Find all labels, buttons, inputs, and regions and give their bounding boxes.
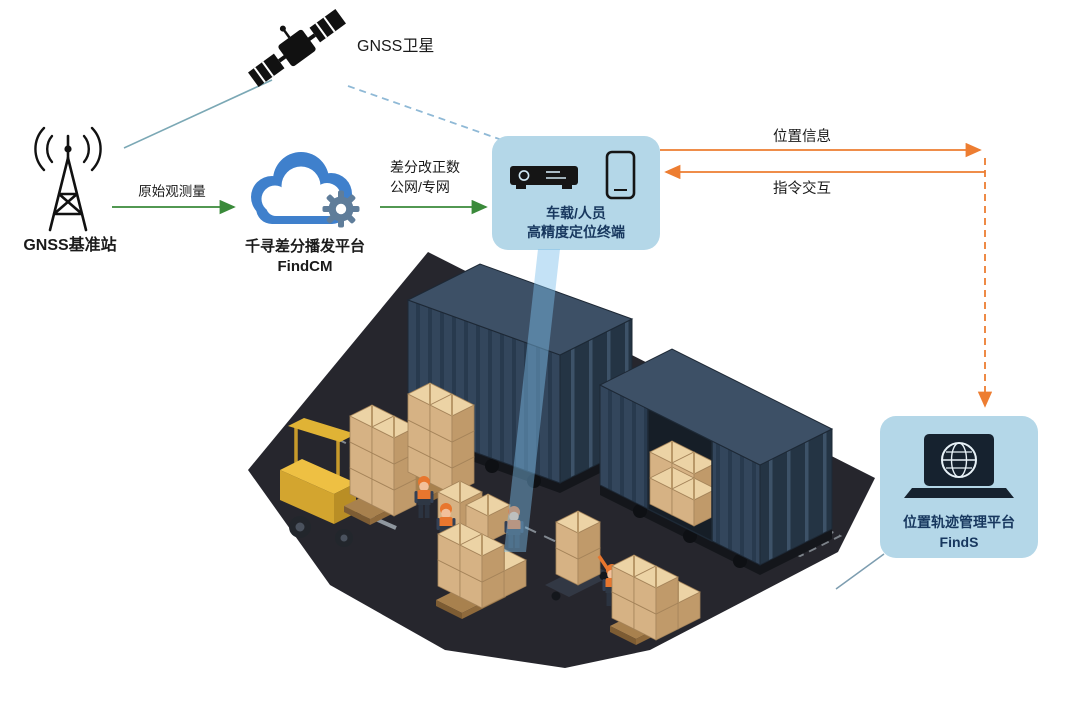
gnss-base-station-icon xyxy=(34,126,102,232)
management-platform-product: FindS xyxy=(940,534,979,550)
container-2 xyxy=(598,348,834,575)
cloud-platform-icon xyxy=(251,152,360,228)
correction-label-line1: 差分改正数 xyxy=(390,159,460,175)
satellite-label: GNSS卫星 xyxy=(357,38,434,55)
floor-bay-marking xyxy=(743,508,843,558)
terminal-panel xyxy=(492,136,660,250)
satellite-to-terminal-dashed-line xyxy=(347,85,503,141)
command-exchange-label: 指令交互 xyxy=(773,179,831,197)
laptop-globe-icon xyxy=(904,434,1014,498)
positioning-beam xyxy=(504,249,560,552)
cloud-platform-name: 千寻差分播发平台 xyxy=(245,237,365,255)
gnss-satellite-icon xyxy=(248,8,346,88)
smartphone-icon xyxy=(605,150,636,200)
receiver-icon xyxy=(510,166,578,189)
correction-label-line2: 公网/专网 xyxy=(390,179,450,195)
position-info-label: 位置信息 xyxy=(773,128,831,145)
management-platform-panel xyxy=(880,416,1038,558)
forklift xyxy=(280,410,397,547)
gear-icon xyxy=(322,190,360,228)
warehouse-scene xyxy=(248,252,875,668)
finds-callout-line xyxy=(835,553,885,590)
base-station-label: GNSS基准站 xyxy=(23,235,116,254)
raw-observation-label: 原始观测量 xyxy=(138,184,206,199)
cloud-platform-product: FindCM xyxy=(278,258,333,275)
management-platform-name: 位置轨迹管理平台 xyxy=(903,514,1015,530)
satellite-to-basestation-line xyxy=(123,79,273,149)
terminal-label-line1: 车载/人员 xyxy=(546,205,606,221)
terminal-label-line2: 高精度定位终端 xyxy=(527,224,625,240)
